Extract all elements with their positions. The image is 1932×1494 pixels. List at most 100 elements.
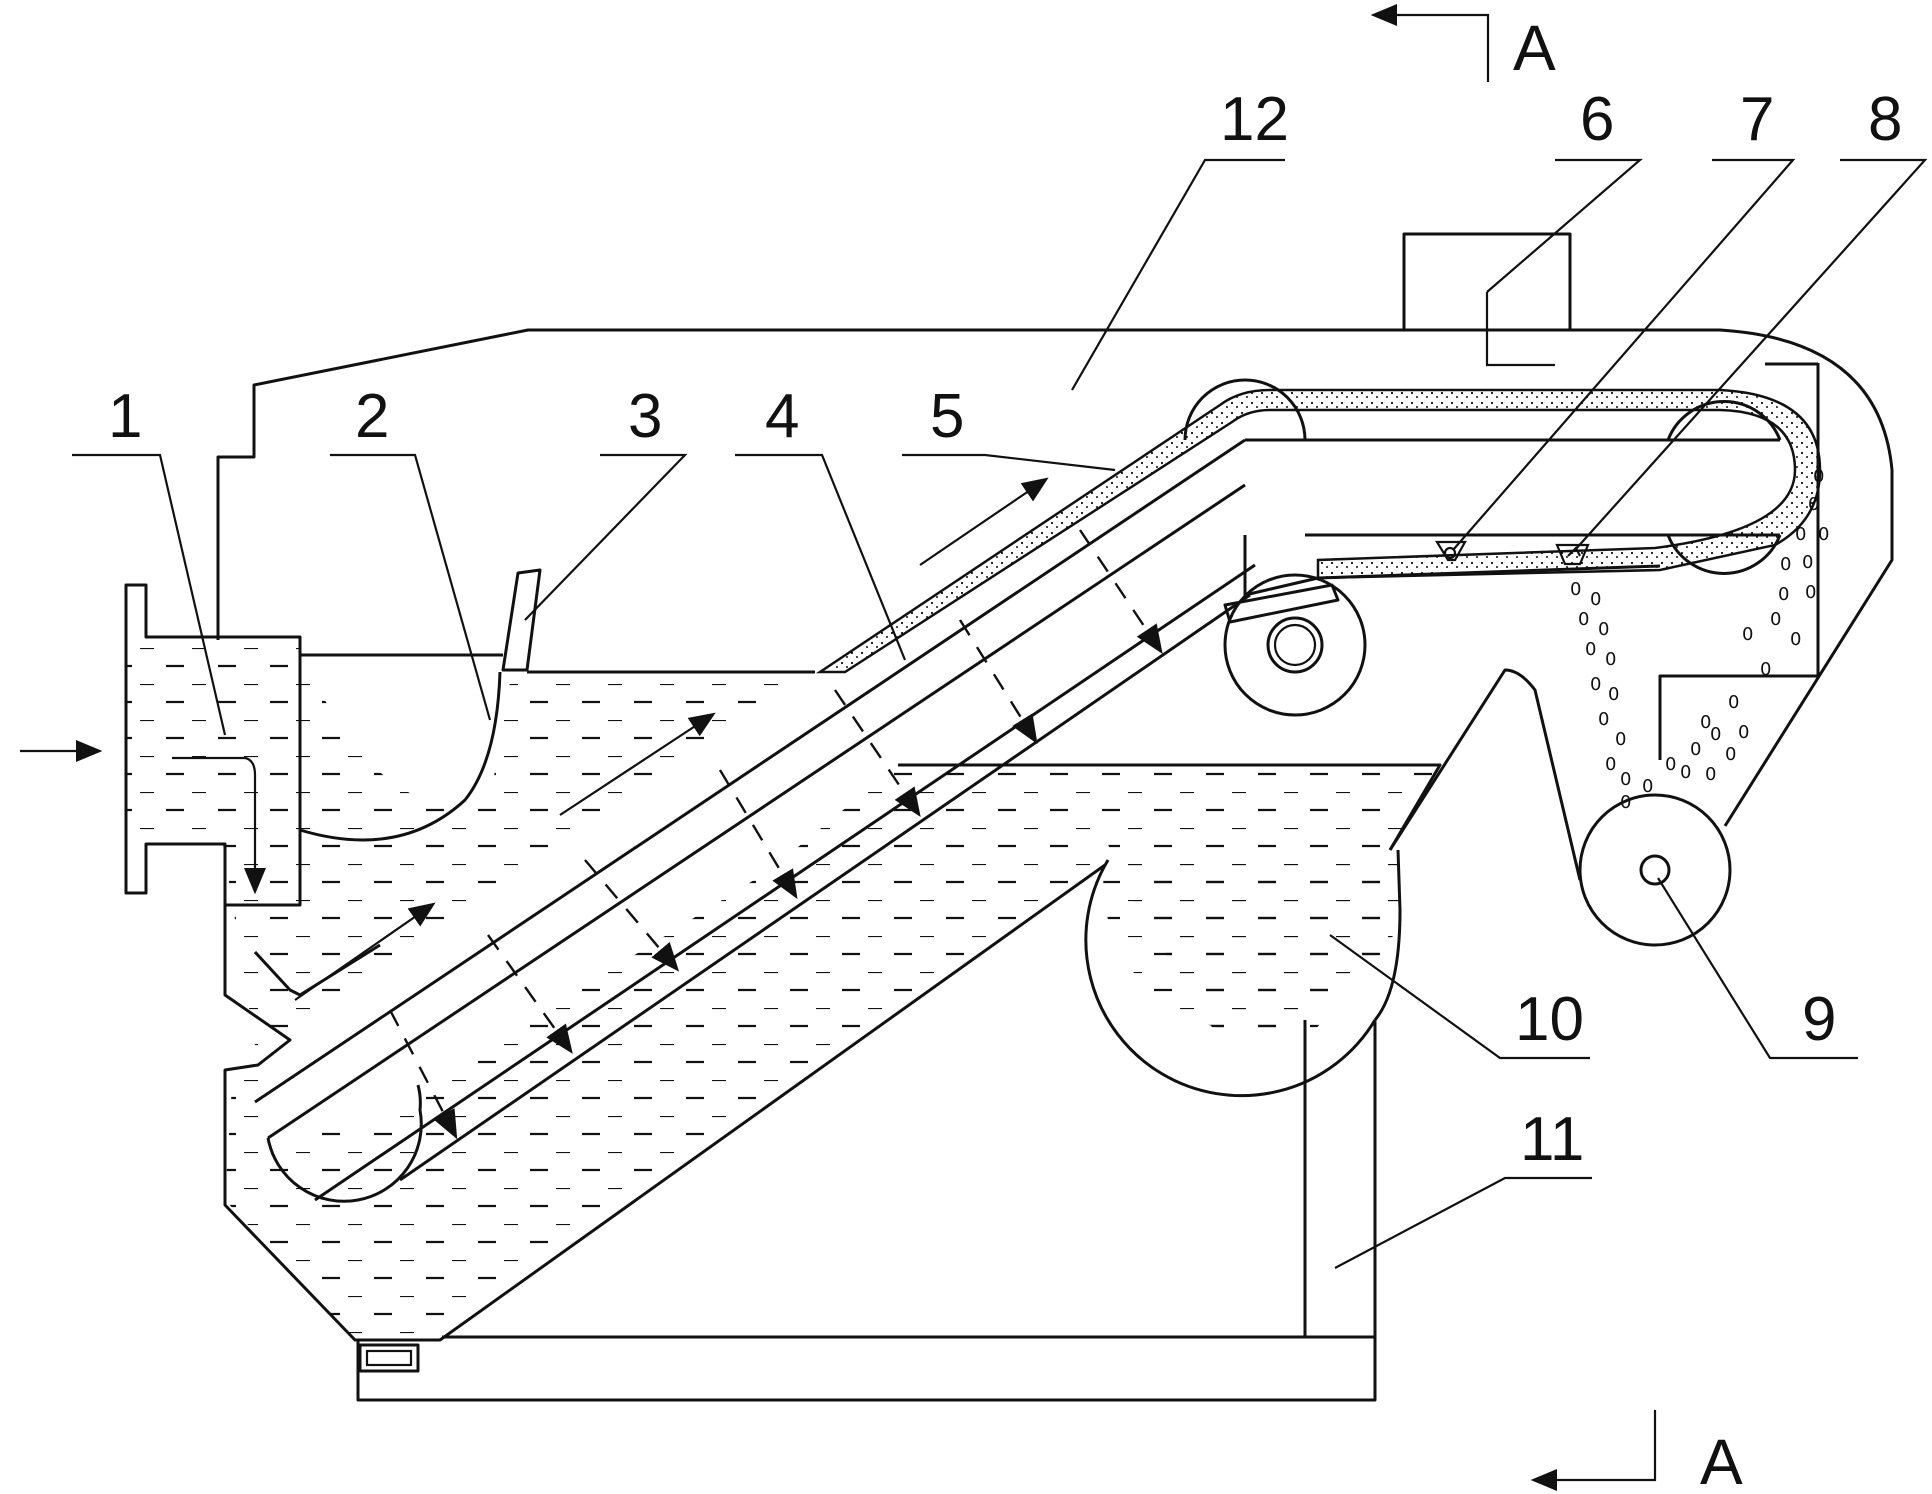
sludge-layer (815, 388, 1822, 674)
belt-direction-arrow-top (919, 477, 1049, 566)
filtration-arrow (388, 1009, 458, 1140)
callout-7: 7 (1740, 85, 1774, 154)
svg-text:0: 0 (1642, 776, 1653, 797)
svg-text:0: 0 (1665, 754, 1676, 775)
svg-text:0: 0 (1578, 609, 1589, 630)
svg-text:0: 0 (1802, 552, 1813, 573)
leader-2 (330, 453, 492, 721)
callout-4: 4 (765, 382, 799, 451)
belt-upper-line-1 (254, 438, 1246, 1104)
base-frame (442, 1020, 1375, 1339)
svg-text:0: 0 (1615, 729, 1626, 750)
belt-return-lower (1317, 564, 1661, 580)
housing (20, 232, 1894, 1402)
drain-outlet-inner (365, 1349, 413, 1367)
svg-text:0: 0 (1728, 692, 1739, 713)
svg-text:0: 0 (1620, 792, 1631, 813)
svg-text:0: 0 (1813, 466, 1824, 487)
leader-10 (1329, 934, 1590, 1060)
callout-5: 5 (930, 382, 964, 451)
section-mark-bottom (1530, 1410, 1657, 1491)
svg-text:0: 0 (1710, 724, 1721, 745)
svg-text:0: 0 (1590, 674, 1601, 695)
svg-text:0: 0 (1605, 754, 1616, 775)
svg-text:0: 0 (1780, 554, 1791, 575)
svg-text:0: 0 (1605, 649, 1616, 670)
svg-text:0: 0 (1705, 764, 1716, 785)
top-right-roller (1666, 400, 1782, 575)
callout-3: 3 (628, 382, 662, 451)
filtration-arrow (958, 619, 1038, 745)
leader-7 (1452, 158, 1796, 551)
section-line-top (1370, 3, 1490, 82)
drain-outlet (358, 1343, 420, 1373)
bottom-roller (266, 1084, 423, 1203)
svg-text:0: 0 (1742, 624, 1753, 645)
leader-8 (1574, 158, 1928, 551)
tension-bracket (1223, 583, 1340, 624)
section-label-bottom: A (1700, 1426, 1743, 1494)
top-belt-inner (1245, 438, 1780, 537)
svg-text:0: 0 (1808, 494, 1819, 515)
filtration-arrow (834, 689, 921, 817)
right-housing-wall (1658, 363, 1820, 760)
tank-left-wall (223, 863, 1377, 1402)
flow-arrow-low (294, 902, 436, 1001)
svg-text:0: 0 (1818, 524, 1829, 545)
svg-text:0: 0 (1608, 684, 1619, 705)
motor-box-leader (1485, 292, 1555, 367)
leader-lines (72, 158, 1928, 1269)
main-tank-water (222, 640, 1440, 1350)
filtration-arrow (487, 934, 573, 1054)
svg-text:0: 0 (1770, 609, 1781, 630)
callout-10: 10 (1515, 985, 1584, 1054)
callout-6: 6 (1580, 85, 1614, 154)
flow-arrow-mid (559, 712, 716, 816)
callout-2: 2 (355, 382, 389, 451)
upper-left-roller (1183, 378, 1307, 441)
svg-text:0: 0 (1725, 744, 1736, 765)
section-mark-top (1370, 3, 1490, 82)
leader-12 (1071, 158, 1285, 391)
svg-text:0: 0 (1690, 739, 1701, 760)
svg-text:0: 0 (1598, 709, 1609, 730)
tension-roller-hub-inner (1273, 623, 1317, 667)
tank10-water (1103, 860, 1400, 1032)
svg-text:0: 0 (1585, 639, 1596, 660)
inclined-belt (254, 378, 1822, 1203)
filtration-arrows (388, 529, 1163, 1140)
leader-1 (72, 453, 227, 736)
filtration-arrow (718, 769, 798, 900)
svg-text:0: 0 (1598, 619, 1609, 640)
water-regions (126, 637, 1440, 1350)
inlet-tank-water (126, 637, 300, 840)
leader-3 (524, 453, 688, 621)
separator-bowl (299, 671, 502, 842)
svg-text:0: 0 (1570, 579, 1581, 600)
svg-text:0: 0 (1620, 769, 1631, 790)
nozzle-7-head (1443, 546, 1457, 560)
section-label-top: A (1513, 12, 1556, 84)
filtration-arrow (584, 859, 680, 972)
leader-11 (1334, 1176, 1592, 1269)
callout-1: 1 (108, 382, 142, 451)
leader-9 (1657, 877, 1858, 1060)
svg-text:0: 0 (1795, 524, 1806, 545)
leader-5 (902, 453, 1116, 472)
callout-11: 11 (1520, 1105, 1584, 1174)
scraper-plate (501, 568, 542, 672)
svg-text:0: 0 (1680, 762, 1691, 783)
leader-6 (1486, 158, 1643, 293)
nozzle-8 (1555, 543, 1590, 566)
support-bracket (1388, 668, 1582, 881)
leader-4 (735, 453, 907, 661)
belt-lower-line (399, 593, 1251, 1182)
svg-text:0: 0 (1805, 582, 1816, 603)
svg-text:0: 0 (1738, 722, 1749, 743)
callout-8: 8 (1868, 85, 1902, 154)
svg-text:0: 0 (1590, 589, 1601, 610)
tension-roller-hub (1266, 616, 1324, 674)
svg-text:0: 0 (1760, 659, 1771, 680)
